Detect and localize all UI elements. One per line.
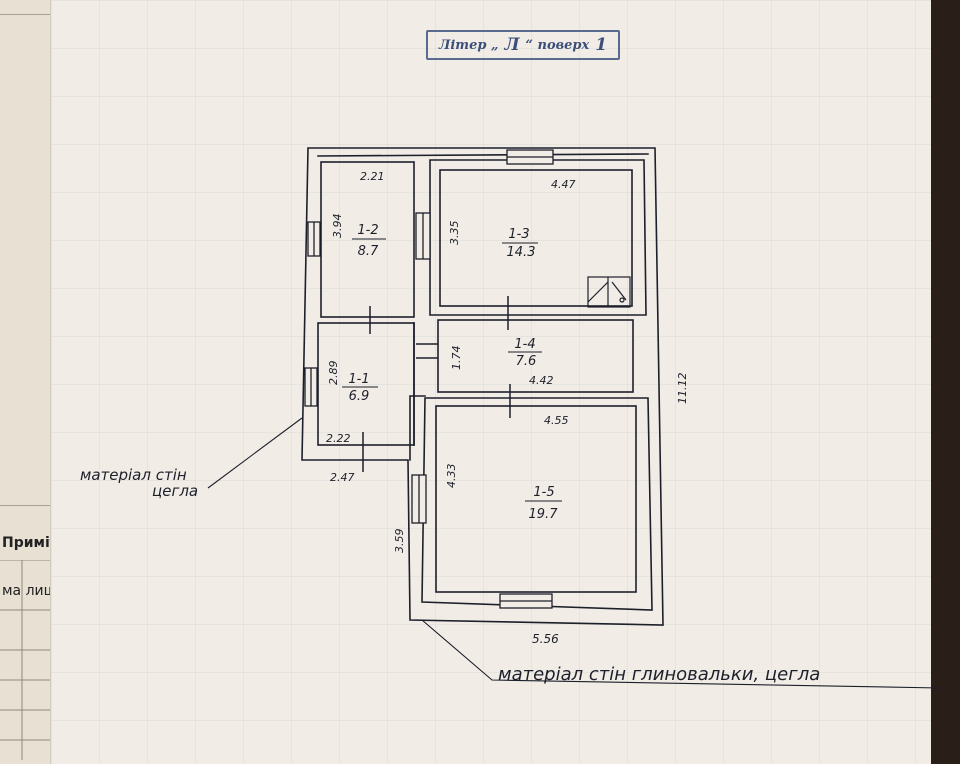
dimension: 2.47	[330, 471, 355, 484]
stamp-middle: “ поверх	[525, 37, 590, 53]
leader-line	[421, 619, 941, 689]
column-label: ма лиш	[2, 583, 57, 599]
room-label: 1-3	[508, 227, 529, 242]
dimension: 4.33	[445, 464, 458, 489]
room-area: 8.7	[358, 244, 379, 259]
dimension: 2.89	[327, 361, 340, 386]
room-1-2	[320, 161, 415, 318]
dimension: 11.12	[676, 373, 689, 405]
leader-line	[207, 417, 303, 489]
stamp-floor: 1	[595, 35, 608, 55]
outer-wall	[301, 147, 664, 626]
dimension: 4.42	[529, 374, 554, 387]
room-1-4	[437, 319, 634, 393]
floor-stamp: Літер „ Л “ поверх 1	[426, 30, 620, 60]
material-note: матеріал стін глиновальки, цегла	[498, 664, 820, 685]
room-1-3-outline	[429, 159, 647, 316]
room-1-5-outline	[421, 397, 653, 611]
room-area: 7.6	[516, 354, 537, 369]
paper-grid	[51, 0, 931, 764]
room-label: 1-2	[357, 223, 378, 238]
room-area: 6.9	[349, 389, 370, 404]
room-label: 1-4	[514, 337, 535, 352]
dimension: 3.59	[393, 529, 406, 554]
dimension: 1.74	[450, 346, 463, 371]
dimension: 2.22	[326, 432, 351, 445]
wall-return	[409, 395, 426, 461]
stamp-letter: Л	[504, 35, 520, 55]
dimension: 4.47	[551, 178, 576, 191]
dimension: 3.35	[448, 221, 461, 246]
room-label: 1-5	[533, 485, 554, 500]
dimension: 4.55	[544, 414, 569, 427]
room-area: 14.3	[507, 245, 536, 260]
material-note: цегла	[152, 482, 198, 500]
room-1-5	[435, 405, 637, 593]
stove	[587, 276, 631, 308]
dimension: 5.56	[532, 632, 559, 646]
room-label: 1-1	[348, 372, 369, 387]
dimension: 2.21	[360, 170, 385, 183]
table-cells	[0, 560, 52, 760]
inner-wall-line	[317, 153, 649, 157]
room-1-3	[439, 169, 633, 307]
material-note: матеріал стін	[80, 466, 187, 484]
dimension: 3.94	[331, 214, 344, 239]
floor-plan-sheet	[50, 0, 931, 764]
room-area: 19.7	[529, 507, 559, 522]
stamp-prefix: Літер „	[438, 37, 499, 53]
